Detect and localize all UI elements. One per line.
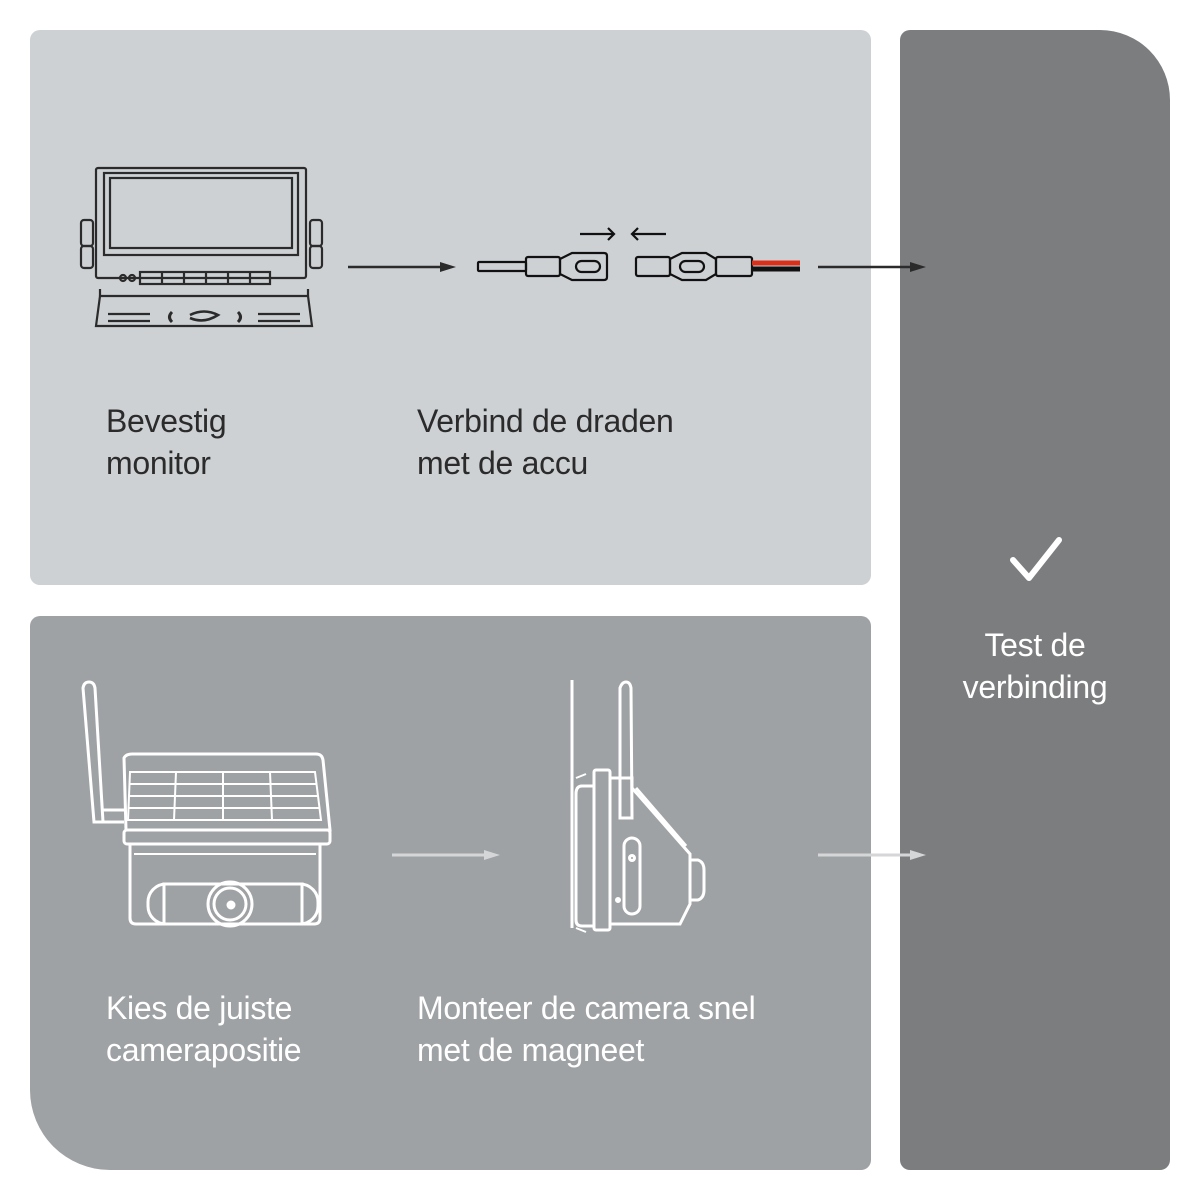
arrow-right-icon bbox=[818, 850, 926, 860]
step-label-line: verbinding bbox=[962, 669, 1108, 705]
step-label-camera-position: Kies de juiste camerapositie bbox=[106, 987, 302, 1071]
solar-camera-icon bbox=[81, 680, 332, 928]
step-label-test-connection: Test de verbinding bbox=[900, 624, 1170, 708]
step-label-line: Monteer de camera snel bbox=[417, 990, 756, 1026]
camera-magnet-mount-icon bbox=[570, 680, 706, 933]
arrow-right-icon bbox=[348, 262, 456, 272]
step-label-line: Verbind de draden bbox=[417, 403, 674, 439]
step-label-line: met de accu bbox=[417, 445, 589, 481]
step-label-line: Kies de juiste bbox=[106, 990, 293, 1026]
step-label-mount-monitor: Bevestig monitor bbox=[106, 400, 227, 484]
arrow-right-icon bbox=[818, 262, 926, 272]
monitor-icon bbox=[79, 166, 324, 328]
step-label-mount-camera: Monteer de camera snel met de magneet bbox=[417, 987, 756, 1071]
step-label-line: Test de bbox=[984, 627, 1086, 663]
step-label-line: met de magneet bbox=[417, 1032, 645, 1068]
step-label-line: Bevestig bbox=[106, 403, 227, 439]
wire-connector-icon bbox=[476, 227, 800, 282]
step-label-line: monitor bbox=[106, 445, 211, 481]
step-panel-camera bbox=[30, 616, 871, 1170]
arrow-right-icon bbox=[392, 850, 500, 860]
step-label-line: camerapositie bbox=[106, 1032, 302, 1068]
step-panel-monitor-wiring bbox=[30, 30, 871, 585]
checkmark-icon bbox=[1010, 537, 1062, 581]
step-label-connect-wires: Verbind de draden met de accu bbox=[417, 400, 674, 484]
step-panel-test bbox=[900, 30, 1170, 1170]
